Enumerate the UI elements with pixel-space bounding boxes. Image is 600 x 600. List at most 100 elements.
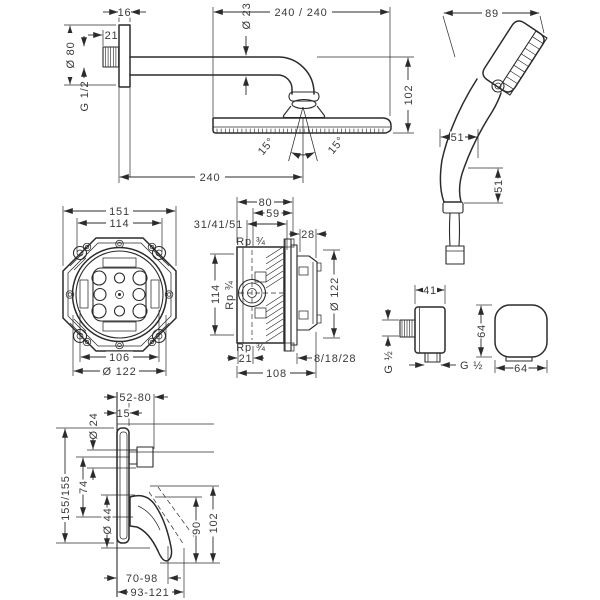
tilt-line-left xyxy=(288,106,304,162)
tilt-arc xyxy=(291,152,315,159)
dim-hub-diameter: Ø 44 xyxy=(102,507,114,534)
dim-tilt-right: 15° xyxy=(326,134,347,156)
dim-escutcheon-height: 64 xyxy=(476,324,488,338)
arm-thread xyxy=(102,46,120,68)
hand-shower-view: 89 51 51 xyxy=(439,7,548,265)
dim-arm-thread-size: G 1/2 xyxy=(79,81,91,112)
dim-escutcheon-width: 64 xyxy=(514,363,528,375)
shaft-knob xyxy=(136,446,154,468)
mixer-plate xyxy=(116,427,130,544)
shower-head-plate xyxy=(212,117,392,134)
dim-inner-depth: 59 xyxy=(266,208,280,220)
cover-tab-top xyxy=(316,262,322,272)
dim-shaft-diameter: Ø 24 xyxy=(88,412,100,439)
arm-collar-nut xyxy=(288,91,320,102)
cover-detail-top xyxy=(298,266,309,276)
basic-set-side-view: 80 59 31/41/51 28 Rp ¾ 114 Rp ¾ Ø 122 Rp… xyxy=(194,196,356,380)
dim-total-drop: 102 xyxy=(208,513,220,534)
flange-plate-front xyxy=(290,244,298,346)
detail-block-bottom xyxy=(254,307,267,319)
overhead-shower-view: 15° 15° 16 21 Ø 80 G 1/2 Ø 23 xyxy=(64,0,415,184)
flange-boss-bottom xyxy=(283,342,295,352)
handle-nut xyxy=(442,201,464,214)
dim-flange-diameter: Ø 80 xyxy=(65,41,77,68)
dim-plate-thickness: 15 xyxy=(117,408,131,420)
flange-plate-rear xyxy=(284,238,292,352)
rib-hatch-top xyxy=(265,246,284,289)
cover-detail-bottom xyxy=(298,310,309,320)
dim-port-distance: 74 xyxy=(78,480,90,494)
basic-set-front-view: 151 114 106 Ø 122 xyxy=(62,205,177,378)
nozzle-ticks xyxy=(216,128,384,133)
port-holes xyxy=(91,270,148,319)
arm-wall-flange xyxy=(118,24,131,88)
dim-outer-width: 151 xyxy=(109,206,130,218)
dim-side-height: 114 xyxy=(210,284,222,304)
dim-overhead-height: 102 xyxy=(403,85,415,106)
housing-ring-inner xyxy=(75,250,164,339)
housing-octagon-inner xyxy=(67,242,172,347)
arm-thread-hatch xyxy=(105,47,119,67)
lever-ghost-2 xyxy=(157,486,196,539)
dim-flange-thickness: 16 xyxy=(118,7,132,19)
lever-ghost-1 xyxy=(148,491,185,546)
outlet-stub xyxy=(424,352,441,363)
cover-tab-bottom xyxy=(316,314,322,324)
dim-arm-projection: 240 xyxy=(200,172,221,184)
flange-boss-top xyxy=(283,238,295,248)
outlet-thread xyxy=(399,319,416,338)
ring-screws xyxy=(65,239,174,350)
lever-detail-line xyxy=(137,505,161,531)
dim-front-diameter: Ø 122 xyxy=(103,366,137,378)
dim-side-diameter: Ø 122 xyxy=(329,277,341,311)
spray-face-hatch xyxy=(498,36,544,96)
dim-handle-length: 51 xyxy=(493,179,505,193)
ball-joint xyxy=(291,98,317,110)
hose-connector xyxy=(445,245,465,265)
dim-plate-size: 155/155 xyxy=(60,475,72,520)
dim-hand-shower-width: 89 xyxy=(485,8,499,20)
dim-head-width: 240 / 240 xyxy=(274,7,327,19)
escutcheon-body xyxy=(494,304,548,358)
dim-thread-center: Rp ¾ xyxy=(224,280,236,310)
dim-trim-range: 8/18/28 xyxy=(314,353,356,365)
dim-thread-length: 21 xyxy=(105,30,119,42)
dim-tilt-left: 15° xyxy=(256,135,277,157)
dim-inner-width: 114 xyxy=(110,218,130,230)
dim-holder-width: 51 xyxy=(451,132,465,144)
escutcheon-view: 64 64 xyxy=(475,304,548,375)
dim-outlet-thread-bottom: G ½ xyxy=(460,360,483,372)
dim-depth: 80 xyxy=(259,197,273,209)
dim-lever-reach: 70-98 xyxy=(126,573,158,585)
dim-handle-projection: 52-80 xyxy=(119,392,151,404)
protection-cover xyxy=(296,255,318,331)
shower-arm-outer xyxy=(129,56,315,95)
dim-mount-width: 106 xyxy=(109,352,130,364)
rib-hatch-bottom xyxy=(265,294,284,343)
hose-swivel-inner xyxy=(494,82,502,90)
shower-arm-inner xyxy=(129,74,293,95)
housing-body xyxy=(236,246,285,344)
dim-thread-bottom: Rp ¾ xyxy=(236,342,266,354)
dim-arm-diameter: Ø 23 xyxy=(241,2,253,29)
dim-outlet-thread-side: G ½ xyxy=(383,350,395,373)
escutcheon-foot xyxy=(505,356,533,362)
mixer-lever xyxy=(129,494,173,562)
shower-hose xyxy=(448,212,461,247)
function-block xyxy=(92,267,147,322)
outlet-thread-hatch xyxy=(401,320,413,337)
tilt-line-right xyxy=(302,106,318,162)
dim-front-unit-depth: 28 xyxy=(301,229,315,241)
dim-install-depth-range: 31/41/51 xyxy=(194,219,243,231)
wall-outlet-view: 41 G ½ G ½ xyxy=(382,284,483,374)
bath-mixer-view: 52-80 15 Ø 24 155/155 74 Ø 44 90 102 xyxy=(56,391,220,599)
hand-shower-handle xyxy=(439,78,502,203)
dim-thread-top: Rp ¾ xyxy=(236,236,266,248)
dim-max-reach: 93-121 xyxy=(130,587,169,599)
dim-lever-drop: 90 xyxy=(191,521,203,535)
dim-bottom-offset: 21 xyxy=(239,353,253,365)
dim-outlet-width: 41 xyxy=(423,285,437,297)
hose-swivel-outer xyxy=(491,79,505,93)
